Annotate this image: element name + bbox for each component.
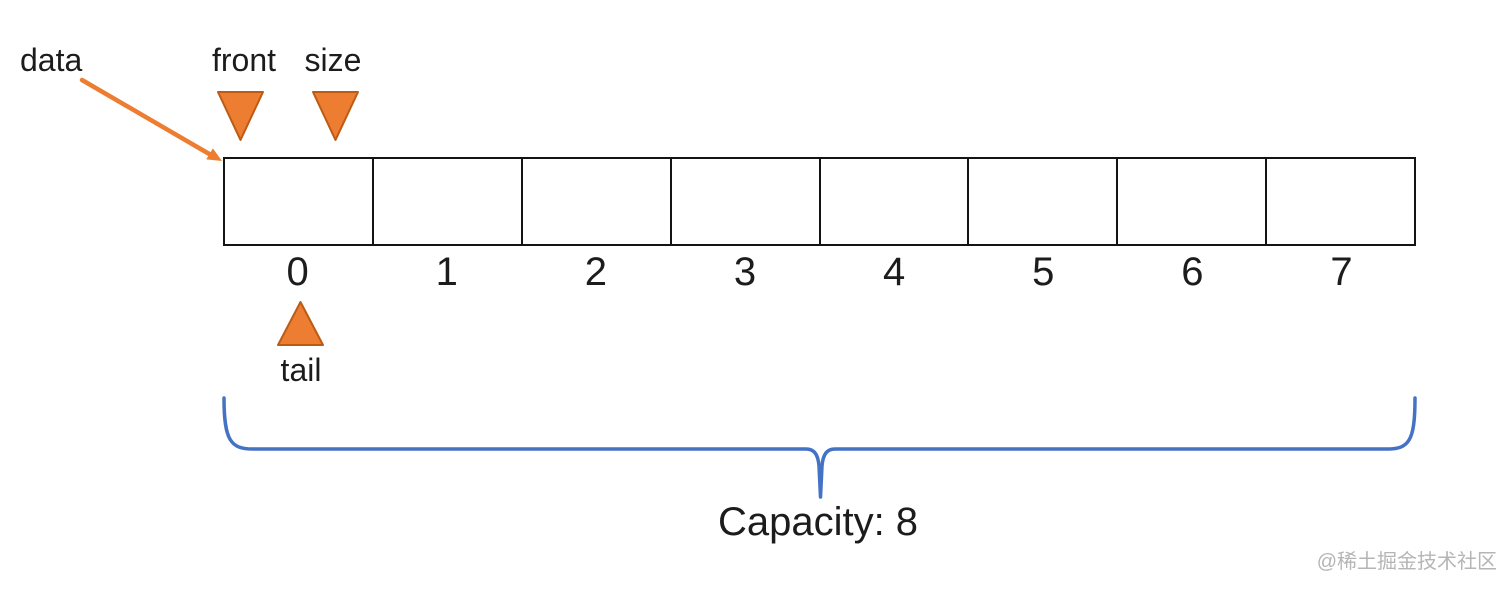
tail-pointer-icon bbox=[277, 301, 324, 346]
array-cell-7 bbox=[1267, 159, 1414, 244]
array-box bbox=[223, 157, 1416, 246]
array-cell-6 bbox=[1118, 159, 1268, 244]
index-label-4: 4 bbox=[882, 250, 906, 294]
index-row: 0 1 2 3 4 5 6 7 bbox=[223, 252, 1416, 296]
array-cell-3 bbox=[672, 159, 821, 244]
index-label-5: 5 bbox=[1032, 250, 1055, 294]
index-label-7: 7 bbox=[1330, 250, 1353, 294]
data-arrow bbox=[79, 77, 222, 161]
array-cell-1 bbox=[374, 159, 523, 244]
array-cell-4 bbox=[821, 159, 970, 244]
array-cell-0 bbox=[225, 159, 374, 244]
size-label: size bbox=[304, 42, 362, 78]
index-label-0: 0 bbox=[286, 250, 309, 294]
capacity-label: Capacity: 8 bbox=[717, 500, 919, 544]
front-pointer-icon bbox=[217, 91, 264, 141]
index-label-6: 6 bbox=[1181, 250, 1204, 294]
array-cell-5 bbox=[969, 159, 1119, 244]
index-label-1: 1 bbox=[435, 250, 458, 294]
front-label: front bbox=[211, 42, 277, 78]
array-cell-2 bbox=[523, 159, 672, 244]
watermark: @稀土掘金技术社区 bbox=[1316, 551, 1497, 573]
tail-label: tail bbox=[280, 352, 322, 388]
index-label-2: 2 bbox=[584, 250, 607, 294]
capacity-brace-icon bbox=[222, 396, 1417, 499]
data-label: data bbox=[20, 42, 83, 78]
size-pointer-icon bbox=[312, 91, 359, 141]
index-label-3: 3 bbox=[733, 250, 757, 294]
